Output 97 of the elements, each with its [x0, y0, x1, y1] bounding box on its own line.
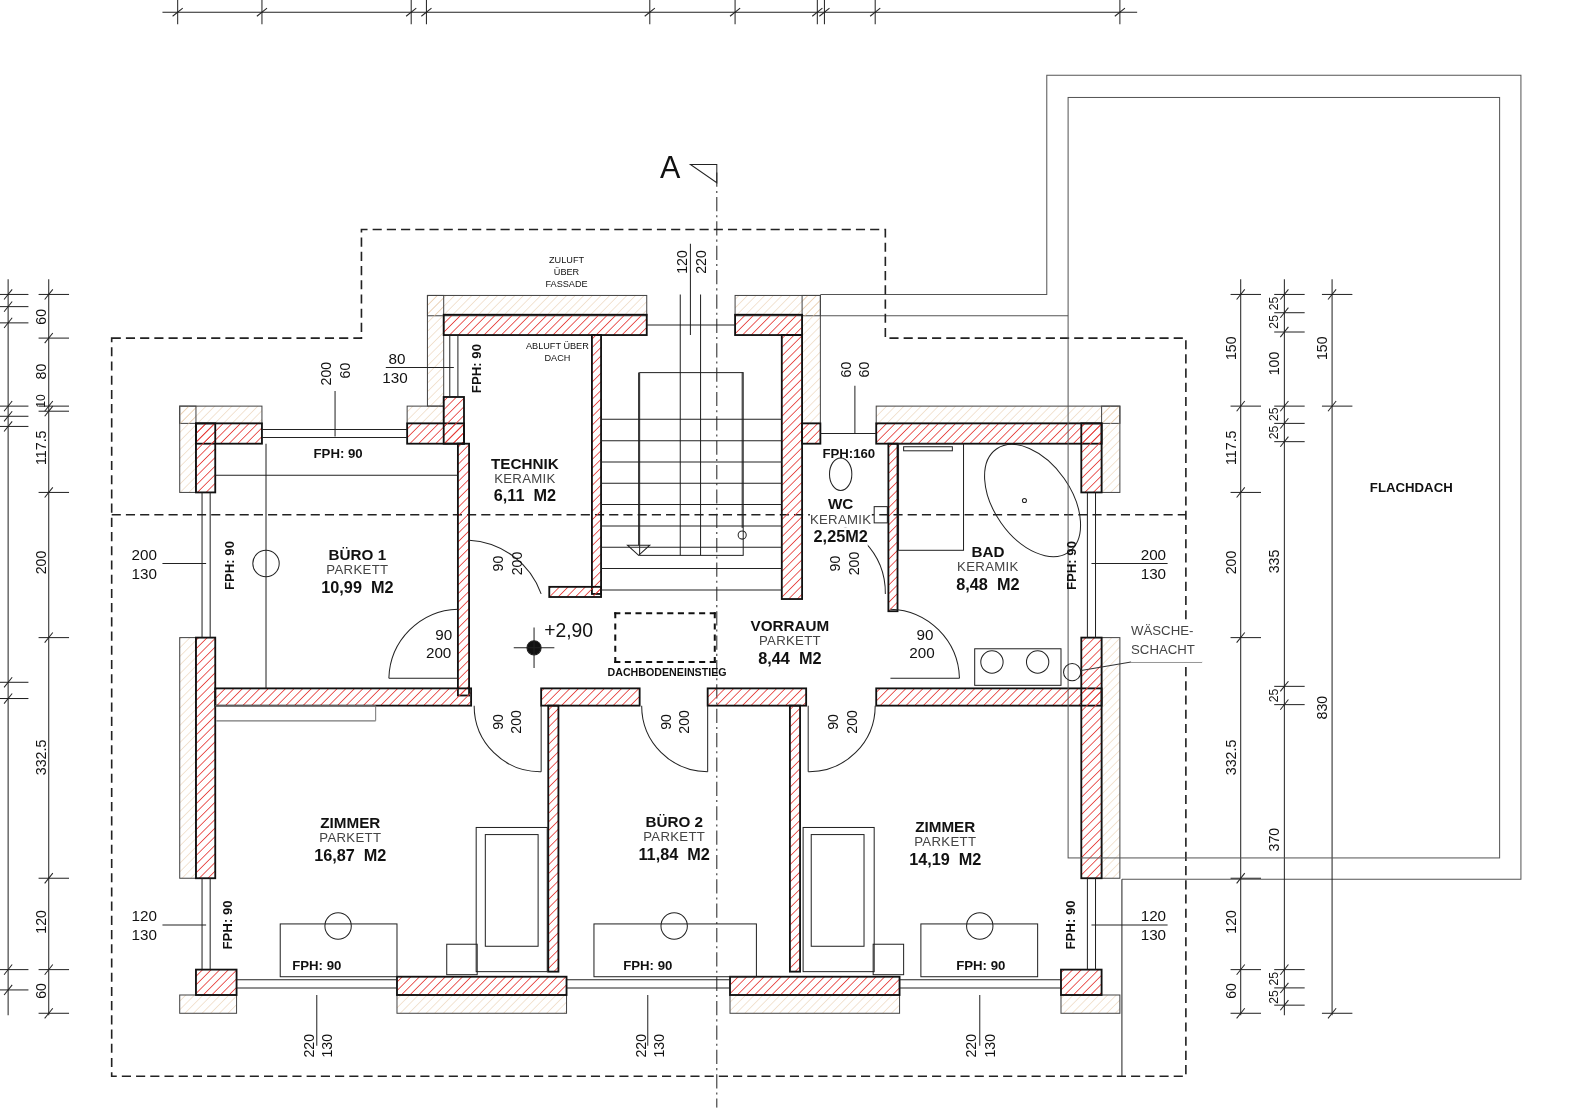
- dimension-value: 25: [1268, 296, 1281, 311]
- dimension-value: 80: [388, 350, 406, 366]
- room-area-value: 2,25M2: [813, 527, 868, 547]
- dimension-value: 200: [677, 710, 692, 734]
- dimension-value: 200: [508, 710, 523, 734]
- hatch-label: DACHBODENEINSTIEG: [607, 666, 727, 679]
- dimension-value: 200: [844, 710, 859, 734]
- parapet-height-label: FPH:160: [822, 447, 876, 461]
- dimension-value: 200: [909, 645, 935, 661]
- room-name: WC: [828, 495, 854, 513]
- dimension-value: 150: [1314, 336, 1330, 361]
- room-name: BÜRO 2: [645, 812, 703, 831]
- dimension-value: 200: [33, 550, 48, 575]
- dimension-value: 60: [838, 361, 853, 378]
- dimension-value: 220: [963, 1033, 978, 1058]
- dimension-value: 130: [131, 926, 157, 942]
- dimension-value: 130: [382, 370, 408, 386]
- dimension-value: 25: [1268, 407, 1281, 422]
- dimension-value: 25: [1268, 425, 1281, 440]
- dimension-value: 60: [33, 983, 48, 999]
- room-name: ZIMMER: [320, 814, 381, 832]
- leader-line: [1080, 661, 1203, 672]
- dimension-value: 90: [916, 626, 934, 643]
- dimension-value: 90: [490, 713, 505, 730]
- dimension-value: 90: [435, 626, 453, 643]
- room-name: VORRAUM: [750, 617, 830, 635]
- dimension-value: 10: [34, 394, 47, 408]
- dimension-value: 120: [131, 908, 157, 924]
- dimension-value: 200: [846, 551, 861, 576]
- room-area-value: 6,11 M2: [493, 487, 557, 506]
- dimension-value: 117.5: [1223, 430, 1238, 465]
- room-name: BÜRO 1: [328, 545, 387, 564]
- room-name: BAD: [971, 542, 1005, 561]
- ventilation-note: ABLUFT ÜBER DACH: [525, 340, 590, 365]
- dimension-value: 370: [1267, 827, 1282, 852]
- parapet-height-label: FPH: 90: [292, 958, 342, 973]
- dimension-value: 80: [33, 363, 48, 380]
- dimension-value: 120: [1223, 910, 1238, 934]
- dimension-value: 120: [675, 250, 690, 274]
- dimension-value: 120: [1140, 908, 1167, 924]
- dimension-value: 130: [131, 566, 157, 582]
- dimension-value: 220: [301, 1033, 316, 1058]
- dimension-value: 90: [490, 555, 505, 572]
- dimension-value: 120: [33, 910, 48, 934]
- room-area-value: 16,87 M2: [314, 846, 387, 866]
- dimension-value: 200: [131, 546, 157, 562]
- ventilation-note: ZULUFT ÜBER FASSADE: [544, 253, 589, 291]
- parapet-height-label: FPH: 90: [623, 958, 673, 973]
- section-marker-label: A: [659, 152, 681, 183]
- dimension-value: 220: [693, 250, 708, 274]
- parapet-height-label: FPH: 90: [1064, 540, 1078, 591]
- dimension-value: 150: [1223, 336, 1238, 361]
- level-mark-label: +2,90: [544, 620, 593, 641]
- dimension-value: 332.5: [1223, 739, 1238, 776]
- room-name: TECHNIK: [491, 454, 559, 473]
- dimension-value: 25: [1268, 688, 1281, 703]
- room-area-value: 11,84 M2: [638, 845, 710, 865]
- dimension-value: 90: [658, 713, 674, 730]
- dimension-value: 130: [1140, 926, 1167, 942]
- dimension-value: 335: [1267, 549, 1282, 574]
- dimension-value: 130: [1140, 566, 1167, 582]
- dimension-value: 830: [1314, 695, 1330, 720]
- dimension-value: 200: [425, 645, 452, 661]
- room-area-value: 8,44 M2: [758, 649, 822, 669]
- room-area-value: 14,19 M2: [909, 850, 982, 870]
- dimension-value: 25: [1268, 315, 1281, 329]
- area-label: FLACHDACH: [1369, 480, 1453, 496]
- dimension-value: 200: [509, 551, 524, 576]
- dimension-value: 60: [856, 361, 872, 378]
- shaft-label: WÄSCHE-SCHACHT: [1131, 621, 1203, 662]
- dimension-value: 25: [1268, 990, 1281, 1004]
- parapet-height-label: FPH: 90: [956, 958, 1006, 973]
- dimension-value: 200: [1223, 550, 1238, 575]
- dimension-value: 130: [651, 1033, 667, 1058]
- floor-material: KERAMIK: [809, 512, 872, 528]
- dimension-value: 100: [1267, 351, 1282, 376]
- dimension-value: 60: [338, 362, 353, 379]
- parapet-height-label: FPH: 90: [313, 447, 363, 461]
- dimension-value: 60: [33, 308, 48, 325]
- parapet-height-label: FPH: 90: [222, 540, 237, 591]
- room-area-value: 8,48 M2: [956, 575, 1020, 595]
- dimension-value: 130: [319, 1033, 335, 1058]
- room-name: ZIMMER: [915, 818, 976, 836]
- dimension-value: 130: [982, 1033, 998, 1058]
- dimension-value: 90: [825, 713, 840, 730]
- room-area-value: 10,99 M2: [321, 578, 394, 598]
- dimension-value: 60: [1223, 983, 1238, 999]
- parapet-height-label: FPH: 90: [1063, 900, 1077, 950]
- dimension-value: 25: [1268, 971, 1281, 986]
- dimension-value: 220: [633, 1033, 648, 1058]
- dimension-value: 117.5: [33, 430, 48, 465]
- parapet-height-label: FPH: 90: [220, 900, 235, 950]
- dimension-value: 200: [318, 361, 333, 386]
- parapet-height-label: FPH: 90: [469, 344, 483, 394]
- dimension-value: 90: [827, 555, 842, 572]
- dimension-value: 332.5: [33, 739, 48, 776]
- dimension-value: 200: [1140, 546, 1167, 562]
